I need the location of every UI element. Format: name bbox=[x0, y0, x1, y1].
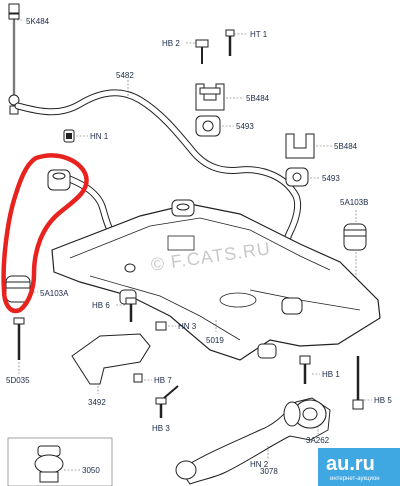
label-3078: 3078 bbox=[260, 467, 278, 476]
label-5d035: 5D035 bbox=[6, 376, 30, 385]
nut-hn3 bbox=[155, 321, 176, 331]
bushing-hn1 bbox=[63, 129, 88, 143]
label-5a103a: 5A103A bbox=[40, 289, 69, 298]
subframe bbox=[51, 199, 381, 361]
bolt-hb1 bbox=[299, 355, 320, 384]
bolt-hb7 bbox=[133, 373, 152, 383]
highlight-outline bbox=[1, 153, 89, 314]
bolt-hb2 bbox=[186, 39, 209, 64]
inset-box bbox=[7, 437, 113, 486]
label-hb7: HB 7 bbox=[154, 376, 172, 385]
label-5k484: 5K484 bbox=[26, 17, 50, 26]
badge-text: au.ru bbox=[326, 453, 375, 475]
bushing-5493-right bbox=[285, 167, 320, 187]
label-5b484-right: 5B484 bbox=[334, 142, 358, 151]
bolt-hb5 bbox=[352, 356, 372, 410]
bolt-hb3 bbox=[155, 385, 179, 418]
bolt-5d035 bbox=[13, 317, 25, 374]
label-hn2: HN 2 bbox=[250, 460, 269, 469]
label-5b484-top: 5B484 bbox=[246, 94, 270, 103]
bracket-3492 bbox=[71, 333, 151, 394]
label-hb3: HB 3 bbox=[152, 424, 170, 433]
label-ht1: HT 1 bbox=[250, 30, 268, 39]
label-hb5: HB 5 bbox=[374, 396, 392, 405]
bolt-ht1 bbox=[225, 29, 248, 56]
label-5a103b: 5A103B bbox=[340, 198, 368, 207]
label-5019: 5019 bbox=[206, 336, 224, 345]
clamp-5b484-top bbox=[195, 83, 244, 111]
label-5482: 5482 bbox=[116, 71, 134, 80]
bushing-5493-top bbox=[195, 115, 234, 137]
site-badge: au.ru интернет-аукцион bbox=[318, 448, 400, 486]
bolt-hb6 bbox=[116, 297, 137, 322]
label-hb6: HB 6 bbox=[92, 301, 110, 310]
label-5493-right: 5493 bbox=[322, 174, 340, 183]
label-hn1: HN 1 bbox=[90, 132, 109, 141]
ball-joint-3050 bbox=[34, 445, 80, 483]
label-hb1: HB 1 bbox=[322, 370, 340, 379]
label-hb2: HB 2 bbox=[162, 39, 180, 48]
bushing-upper-left bbox=[47, 169, 71, 191]
stabilizer-link bbox=[8, 3, 24, 115]
label-5493-top: 5493 bbox=[236, 122, 254, 131]
clamp-5b484-right bbox=[285, 133, 332, 159]
label-3492: 3492 bbox=[88, 398, 106, 407]
label-3a262: 3A262 bbox=[306, 436, 330, 445]
badge-subtext: интернет-аукцион bbox=[330, 476, 380, 482]
label-hn3: HN 3 bbox=[178, 322, 197, 331]
control-arm-3078 bbox=[175, 397, 331, 485]
label-3050: 3050 bbox=[82, 466, 100, 475]
